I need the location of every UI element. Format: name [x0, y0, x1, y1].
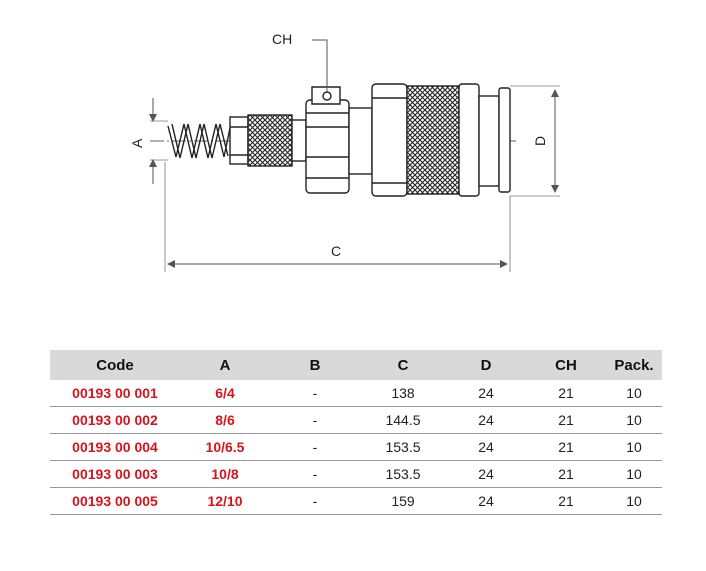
- table-row: 00193 00 004 10/6.5 - 153.5 24 21 10: [50, 433, 662, 461]
- cell-pack: 10: [606, 460, 662, 488]
- header-code: Code: [50, 350, 180, 380]
- cell-ch: 21: [526, 380, 606, 407]
- cell-code: 00193 00 004: [50, 433, 180, 461]
- cell-b: -: [270, 380, 360, 407]
- cell-d: 24: [446, 460, 526, 488]
- sleeve: [348, 83, 408, 197]
- cell-a: 10/6.5: [180, 433, 270, 461]
- cell-b: -: [270, 460, 360, 488]
- cell-pack: 10: [606, 406, 662, 434]
- cell-code: 00193 00 002: [50, 406, 180, 434]
- hose-knurl: [247, 114, 293, 167]
- cell-pack: 10: [606, 380, 662, 407]
- sleeve-front: [458, 83, 511, 197]
- cell-b: -: [270, 433, 360, 461]
- header-c: C: [360, 350, 446, 380]
- spring: [167, 123, 231, 159]
- cell-a: 6/4: [180, 380, 270, 407]
- cell-ch: 21: [526, 433, 606, 461]
- cell-ch: 21: [526, 406, 606, 434]
- table-header-row: Code A B C D CH Pack.: [50, 350, 662, 380]
- label-d: D: [532, 136, 548, 146]
- header-d: D: [446, 350, 526, 380]
- header-pack: Pack.: [606, 350, 662, 380]
- label-a: A: [129, 138, 145, 148]
- sleeve-knurl: [406, 85, 460, 195]
- cell-c: 138: [360, 380, 446, 407]
- cell-code: 00193 00 003: [50, 460, 180, 488]
- table-row: 00193 00 002 8/6 - 144.5 24 21 10: [50, 406, 662, 434]
- cell-c: 153.5: [360, 460, 446, 488]
- cell-c: 159: [360, 487, 446, 515]
- cell-c: 144.5: [360, 406, 446, 434]
- cell-pack: 10: [606, 433, 662, 461]
- cell-ch: 21: [526, 487, 606, 515]
- specification-table: Code A B C D CH Pack. 00193 00 001 6/4 -…: [50, 350, 662, 515]
- hex-body: [305, 86, 350, 194]
- cell-d: 24: [446, 487, 526, 515]
- cell-pack: 10: [606, 487, 662, 515]
- table-row: 00193 00 003 10/8 - 153.5 24 21 10: [50, 460, 662, 488]
- hose-collar: [291, 119, 307, 162]
- cell-b: -: [270, 406, 360, 434]
- label-c: C: [331, 243, 341, 259]
- table-row: 00193 00 001 6/4 - 138 24 21 10: [50, 380, 662, 407]
- label-ch: CH: [272, 31, 292, 47]
- cell-d: 24: [446, 433, 526, 461]
- ch-leader: [312, 39, 328, 92]
- hose-nut: [229, 116, 249, 165]
- cell-ch: 21: [526, 460, 606, 488]
- cell-c: 153.5: [360, 433, 446, 461]
- cell-a: 12/10: [180, 487, 270, 515]
- cell-b: -: [270, 487, 360, 515]
- cell-d: 24: [446, 380, 526, 407]
- cell-d: 24: [446, 406, 526, 434]
- header-ch: CH: [526, 350, 606, 380]
- header-a: A: [180, 350, 270, 380]
- cell-code: 00193 00 001: [50, 380, 180, 407]
- cell-a: 8/6: [180, 406, 270, 434]
- coupling-technical-drawing: CH A D C: [129, 31, 560, 272]
- table-row: 00193 00 005 12/10 - 159 24 21 10: [50, 487, 662, 515]
- cell-code: 00193 00 005: [50, 487, 180, 515]
- header-b: B: [270, 350, 360, 380]
- cell-a: 10/8: [180, 460, 270, 488]
